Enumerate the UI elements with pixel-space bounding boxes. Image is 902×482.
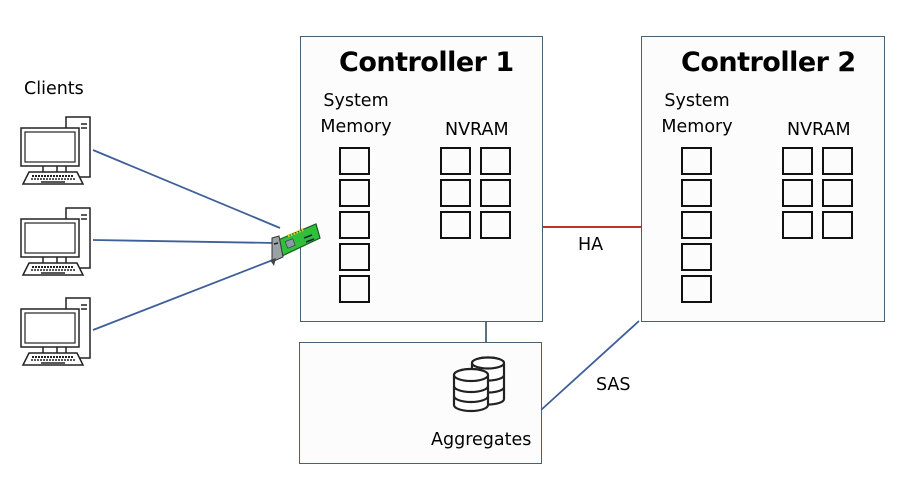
desktop-computer-icon <box>20 116 91 185</box>
controller-1-memory-label: System Memory <box>317 88 395 140</box>
nvram-slot <box>480 179 511 207</box>
memory-label-line2: Memory <box>320 117 392 137</box>
controller-2-memory-label: System Memory <box>658 88 736 140</box>
clients-label: Clients <box>24 79 84 99</box>
memory-slot <box>339 243 370 271</box>
ha-label: HA <box>578 235 604 255</box>
desktop-computer-icon <box>20 297 91 366</box>
nvram-slot <box>480 147 511 175</box>
controller-2-title: Controller 2 <box>681 47 856 78</box>
memory-slot <box>339 179 370 207</box>
nvram-slot <box>822 179 853 207</box>
aggregates-label: Aggregates <box>431 430 532 450</box>
client-1[interactable] <box>15 114 95 190</box>
client-3[interactable] <box>15 295 95 371</box>
nvram-slot <box>822 211 853 239</box>
controller-2[interactable]: Controller 2 System Memory NVRAM <box>641 36 885 322</box>
database-icon <box>452 356 506 413</box>
sas-link <box>540 320 640 411</box>
client-3-link <box>92 257 279 331</box>
nvram-slot <box>440 147 471 175</box>
memory-label-line2: Memory <box>661 117 733 137</box>
nvram-slot <box>782 211 813 239</box>
memory-label-line1: System <box>323 91 389 111</box>
nvram-slot <box>440 211 471 239</box>
controller-2-nvram-label: NVRAM <box>787 120 851 140</box>
client-1-link <box>92 149 281 229</box>
memory-slot <box>681 211 712 239</box>
sas-label: SAS <box>596 375 631 395</box>
memory-slot <box>681 147 712 175</box>
network-card[interactable] <box>264 220 324 270</box>
nvram-slot <box>782 147 813 175</box>
controller-1[interactable]: Controller 1 System Memory NVRAM <box>300 36 543 322</box>
desktop-computer-icon <box>20 207 91 276</box>
memory-slot <box>339 275 370 303</box>
memory-slot <box>339 147 370 175</box>
nvram-slot <box>480 211 511 239</box>
nvram-slot <box>782 179 813 207</box>
memory-slot <box>339 211 370 239</box>
client-2-link <box>92 239 276 244</box>
controller-1-title: Controller 1 <box>339 47 514 78</box>
aggregates-box[interactable]: Aggregates <box>299 342 542 464</box>
controller-1-nvram-label: NVRAM <box>445 120 509 140</box>
nvram-slot <box>822 147 853 175</box>
memory-slot <box>681 179 712 207</box>
nvram-slot <box>440 179 471 207</box>
client-2[interactable] <box>15 205 95 281</box>
network-card-icon <box>270 223 321 266</box>
memory-label-line1: System <box>664 91 730 111</box>
memory-slot <box>681 275 712 303</box>
memory-slot <box>681 243 712 271</box>
